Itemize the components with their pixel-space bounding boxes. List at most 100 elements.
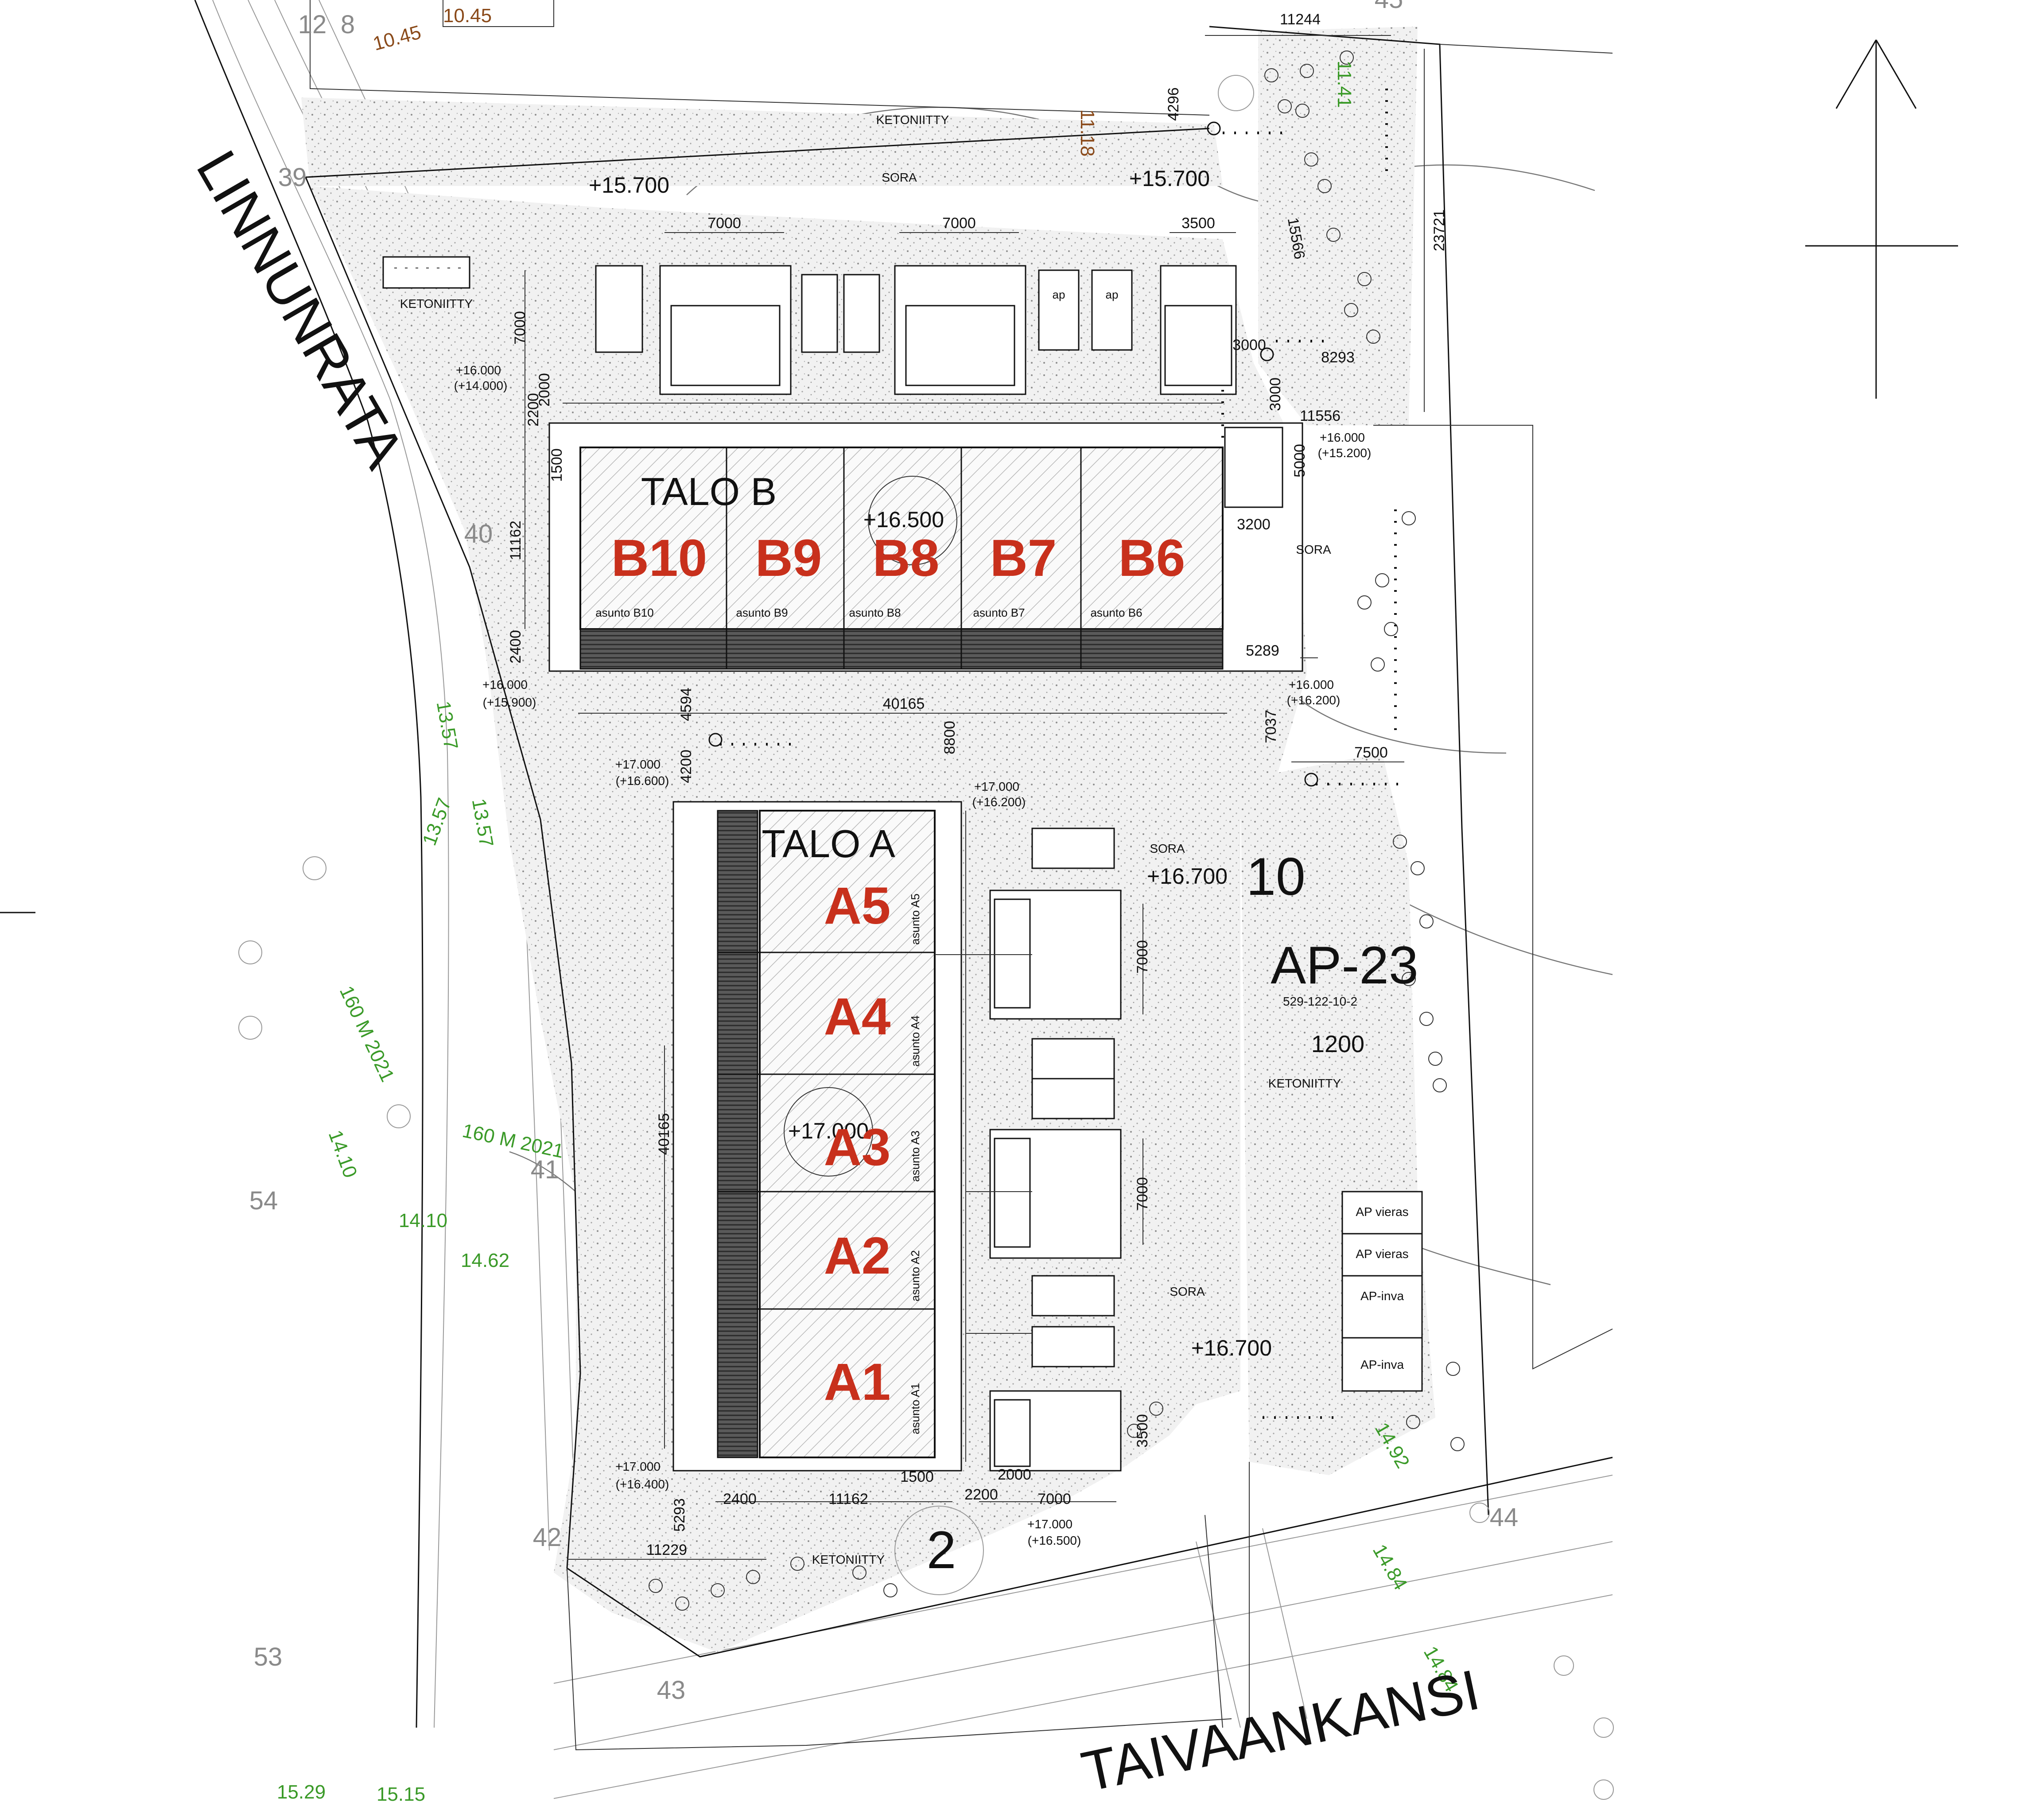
talo-b-apartment-labels: asunto B10 asunto B9 asunto B8 asunto B7… xyxy=(595,606,1142,619)
elevation-pair-2-a: +16.000 xyxy=(1320,431,1365,444)
apartment-label-a2: asunto A2 xyxy=(909,1250,922,1301)
apartment-code-a4: A4 xyxy=(824,987,891,1046)
dim-40165-b: 40165 xyxy=(883,695,925,712)
survey-height-10-45-b: 10.45 xyxy=(371,21,424,55)
talo-a-carport-row xyxy=(966,827,1122,1472)
dim-11162-vb: 11162 xyxy=(507,521,524,560)
apartment-label-a3: asunto A3 xyxy=(909,1130,922,1182)
elevation-pair-4-b: (+16.200) xyxy=(1287,693,1341,707)
dimension-lines xyxy=(525,35,1425,1560)
apartment-label-b7: asunto B7 xyxy=(973,606,1025,619)
elevation-yard-south: +16.700 xyxy=(1191,1336,1272,1360)
parking-spots xyxy=(1341,1191,1423,1392)
survey-height-15-29: 15.29 xyxy=(277,1781,326,1803)
survey-height-15-15: 15.15 xyxy=(377,1783,425,1805)
elevation-pair-1-a: +16.000 xyxy=(456,363,501,377)
apartment-code-b6: B6 xyxy=(1119,529,1185,587)
apartment-code-a2: A2 xyxy=(824,1227,891,1285)
survey-height-14-10-a: 14.10 xyxy=(324,1127,361,1181)
storage-box-nw xyxy=(382,256,470,289)
tree-symbols xyxy=(649,50,1465,1611)
elevation-pair-5-a: +17.000 xyxy=(615,758,661,771)
apartment-code-b8: B8 xyxy=(873,529,940,587)
dim-8800: 8800 xyxy=(941,721,958,754)
parking-label-accessible-2: AP-inva xyxy=(1360,1358,1404,1371)
survey-height-10-45-a: 10.45 xyxy=(443,5,492,27)
neighbour-plot-number-2: 2 xyxy=(927,1520,956,1580)
apartment-label-a4: asunto A4 xyxy=(909,1015,922,1067)
surface-label-sora-east: SORA xyxy=(1296,543,1331,556)
parking-spot-visitor-2 xyxy=(1341,1233,1423,1277)
surface-label-ketoniitty-west: KETONIITTY xyxy=(400,297,473,311)
apartment-label-b6: asunto B6 xyxy=(1090,606,1142,619)
elevation-yard-middle: +16.700 xyxy=(1147,864,1228,889)
dim-4200: 4200 xyxy=(678,750,695,783)
survey-height-14-10-b: 14.10 xyxy=(399,1210,447,1231)
dim-11229: 11229 xyxy=(646,1542,687,1558)
neighbour-plot-numbers: 12 8 39 40 41 42 43 44 45 53 54 2 xyxy=(249,0,1519,1705)
gravel-area-east xyxy=(1258,27,1418,425)
dim-7000-a1: 7000 xyxy=(1134,940,1151,974)
plot-area: 1200 xyxy=(1311,1031,1364,1057)
dim-4296: 4296 xyxy=(1165,87,1182,121)
taivaankansi-road-lines xyxy=(553,1475,1613,1799)
dim-2200-vb: 2200 xyxy=(525,393,542,427)
dim-8293: 8293 xyxy=(1321,349,1355,366)
survey-height-13-57-c: 13.57 xyxy=(468,797,497,849)
talo-a-floor-level: +17.000 xyxy=(788,1119,869,1143)
survey-label-160m-2021-a: 160 M 2021 xyxy=(335,983,399,1085)
apartment-code-b10: B10 xyxy=(611,529,707,587)
apartment-code-b7: B7 xyxy=(990,529,1057,587)
neighbour-number-43: 43 xyxy=(657,1676,686,1705)
dim-3000-v: 3000 xyxy=(1267,377,1284,411)
dim-1500-vb: 1500 xyxy=(548,448,565,482)
parking-spot-accessible-2 xyxy=(1341,1337,1423,1392)
dim-5000: 5000 xyxy=(1291,444,1308,478)
elevation-pair-6-b: (+16.200) xyxy=(972,795,1026,809)
elevation-north-east: +15.700 xyxy=(1129,166,1210,191)
elevation-pair-7-a: +17.000 xyxy=(615,1460,661,1473)
apartment-label-b10: asunto B10 xyxy=(595,606,654,619)
surface-label-sora-middle: SORA xyxy=(1150,842,1185,855)
surface-label-ketoniitty-east: KETONIITTY xyxy=(1268,1076,1341,1090)
dim-2400-a: 2400 xyxy=(723,1491,757,1507)
talo-b-title: TALO B xyxy=(641,470,777,513)
survey-height-13-57-b: 13.57 xyxy=(419,795,456,848)
dim-7500: 7500 xyxy=(1354,744,1388,761)
elevation-pair-3-a: +16.000 xyxy=(482,678,528,691)
plot-zone: AP-23 xyxy=(1271,936,1418,995)
dim-11244: 11244 xyxy=(1280,11,1321,28)
dim-7000-vb: 7000 xyxy=(512,311,528,345)
dashed-utility-lines xyxy=(720,89,1400,1419)
dim-3200: 3200 xyxy=(1237,516,1271,533)
survey-height-14-84-a: 14.84 xyxy=(1368,1541,1411,1594)
talo-b-apartment-codes: B10 B9 B8 B7 B6 xyxy=(611,529,1185,587)
apartment-label-b9: asunto B9 xyxy=(736,606,788,619)
talo-b-building xyxy=(548,422,1303,672)
dim-40165-a: 40165 xyxy=(656,1113,672,1155)
apartment-code-a3: A3 xyxy=(824,1118,891,1177)
elevation-pair-1-b: (+14.000) xyxy=(454,379,508,392)
apartment-label-a5: asunto A5 xyxy=(909,893,922,945)
dim-5289: 5289 xyxy=(1246,642,1279,659)
dim-7000-a3: 7000 xyxy=(1038,1491,1071,1507)
neighbour-number-44: 44 xyxy=(1490,1503,1519,1532)
neighbour-number-40: 40 xyxy=(464,520,493,548)
dim-3500-b: 3500 xyxy=(1181,215,1215,232)
dim-5293: 5293 xyxy=(671,1498,688,1532)
elevation-pair-7-b: (+16.400) xyxy=(616,1477,669,1491)
parking-label-visitor-1: AP vieras xyxy=(1356,1205,1408,1219)
survey-height-13-57-a: 13.57 xyxy=(432,699,462,751)
north-arrow xyxy=(0,39,1958,913)
talo-b-floor-level: +16.500 xyxy=(863,507,944,532)
street-name-taivaankansi: TAIVAANKANSI xyxy=(1076,1658,1485,1804)
dim-11162-a: 11162 xyxy=(828,1491,868,1507)
dim-2200-a: 2200 xyxy=(964,1486,998,1503)
gravel-area-north xyxy=(301,97,1223,186)
dim-23721: 23721 xyxy=(1431,210,1448,252)
talo-a-title: TALO A xyxy=(762,822,895,866)
survey-height-11-18: 11.18 xyxy=(1076,109,1098,157)
survey-height-11-41: 11.41 xyxy=(1333,61,1355,108)
parking-spot-accessible-1 xyxy=(1341,1275,1423,1339)
talo-a-apartment-codes: A5 A4 A3 A2 A1 xyxy=(824,877,891,1411)
